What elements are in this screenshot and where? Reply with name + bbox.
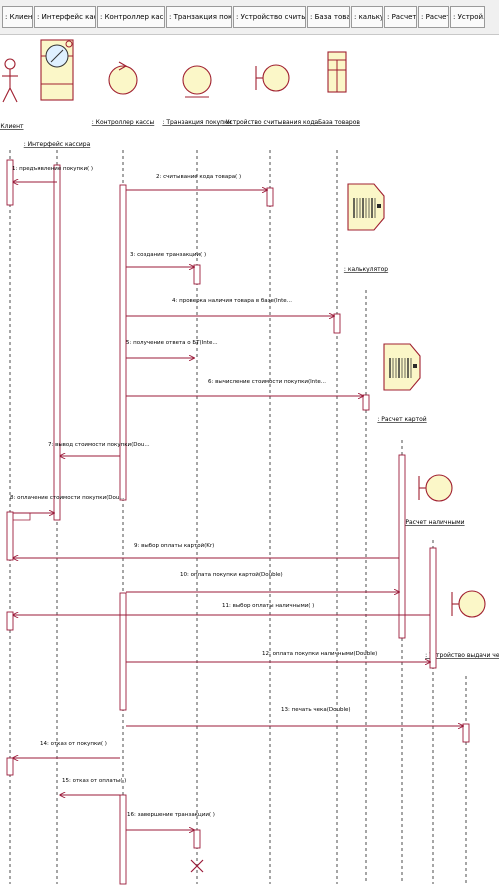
activation-client-3 <box>6 611 14 631</box>
object-label-ctrl: : Контроллер кассы <box>92 119 155 126</box>
message-label-1: 1: предъявление покупки( ) <box>12 166 93 172</box>
boundary-icon-ui <box>40 39 74 101</box>
object-label-tx: : Транзакция покупки <box>162 119 231 126</box>
component-icon-calc <box>347 183 385 231</box>
message-label-3: 3: создание транзакции( ) <box>130 252 206 258</box>
message-label-10: 10: оплата покупки картой(Double) <box>180 571 283 578</box>
boundary-icon-dispenser <box>451 590 486 618</box>
header-tab-cash-payment[interactable]: : Расчет... <box>418 6 449 28</box>
message-label-5: 5: получение ответа о БТ(Inte... <box>126 340 218 346</box>
message-label-16: 16: завершение транзакции( ) <box>127 812 215 818</box>
header-tab-calculator[interactable]: : калькул... <box>351 6 383 28</box>
self-call-loop <box>13 512 31 521</box>
message-label-15: 15: отказ от оплаты( ) <box>62 778 126 784</box>
object-label-db: : База товаров <box>314 119 360 126</box>
header-tab-scanner[interactable]: : Устройство считывани... <box>233 6 306 28</box>
message-label-2: 2: считывание кода товара( ) <box>156 174 241 180</box>
object-label-ui: : Интерфейс кассира <box>24 141 91 148</box>
component-icon-card <box>383 343 421 391</box>
message-label-13: 13: печать чека(Double) <box>281 707 351 713</box>
activation-tx-2 <box>193 829 201 849</box>
object-label-client: : Клиент <box>0 123 24 130</box>
activation-calc-1 <box>362 394 370 411</box>
message-label-9: 9: выбор оплаты картой(Kr) <box>134 542 214 549</box>
header-tab-client[interactable]: : Клиент <box>2 6 33 28</box>
activation-client-4 <box>6 757 14 776</box>
message-label-7: 7: вывод стоимости покупки(Dou... <box>48 442 150 448</box>
object-label-cash: : Расчет наличными <box>401 519 464 526</box>
object-header-bar: : Клиент : Интерфейс касси... : Контролл… <box>0 0 499 35</box>
message-label-4: 4: проверка наличия товара в базе(Inte..… <box>172 298 292 304</box>
message-label-11: 11: выбор оплаты наличными( ) <box>222 603 314 609</box>
header-tab-transaction[interactable]: : Транзакция покупки <box>166 6 232 28</box>
activation-tx-1 <box>193 264 201 285</box>
boundary-icon-scanner <box>255 64 290 92</box>
header-tab-cashier-interface[interactable]: : Интерфейс касси... <box>34 6 96 28</box>
message-label-14: 14: отказ от покупки( ) <box>40 741 107 747</box>
destroy-mark-icon <box>190 859 204 873</box>
header-tab-controller[interactable]: : Контроллер кассы <box>97 6 165 28</box>
object-label-dispenser: : Устройство выдачи чека <box>425 652 499 659</box>
header-tab-card-payment[interactable]: : Расчет к... <box>384 6 417 28</box>
header-tab-dispenser[interactable]: : Устрой... <box>450 6 485 28</box>
object-label-calc: : калькулятор <box>344 266 388 273</box>
activation-dispenser-1 <box>462 723 470 743</box>
message-label-6: 6: вычисление стоимости покупки(Inte... <box>208 379 326 385</box>
activation-ui-1 <box>53 164 61 521</box>
activation-scanner-1 <box>266 187 274 207</box>
object-label-scanner: : Устройство считывания кода <box>222 119 319 126</box>
message-label-12: 12: оплата покупки наличными(Double) <box>262 651 377 657</box>
activation-cash-1 <box>429 547 437 669</box>
table-icon-db <box>327 51 347 93</box>
activation-ctrl-2 <box>119 592 127 711</box>
activation-card-1 <box>398 454 406 639</box>
activation-db-1 <box>333 313 341 334</box>
entity-icon-tx <box>182 65 212 98</box>
activation-ctrl-1 <box>119 184 127 501</box>
boundary-icon-cash <box>418 474 453 502</box>
activation-client-2 <box>6 511 14 561</box>
message-label-8: 8: оплачение стоимости покупки(Dou... <box>10 495 125 501</box>
object-label-card: : Расчет картой <box>377 416 426 423</box>
activation-ctrl-3 <box>119 794 127 885</box>
control-icon-ctrl <box>108 61 138 95</box>
actor-icon-client <box>2 58 18 103</box>
header-tab-database[interactable]: : База товаров <box>307 6 350 28</box>
